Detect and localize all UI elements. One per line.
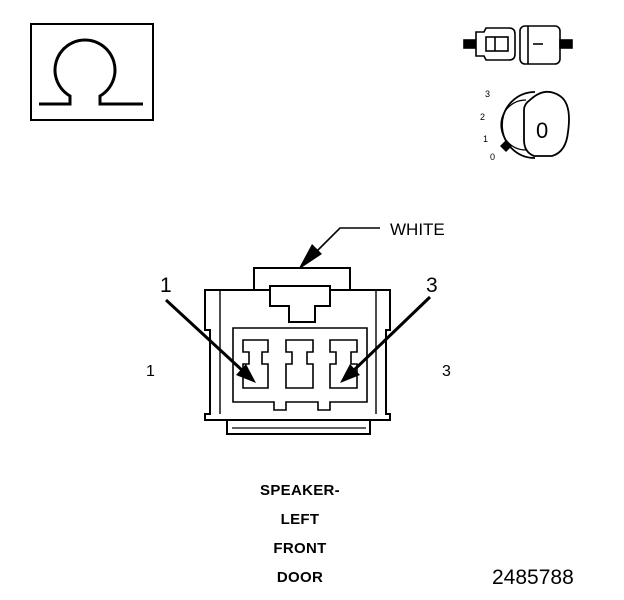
connector-title-line-1: SPEAKER- — [260, 482, 340, 499]
document-number: 2485788 — [492, 566, 574, 589]
ohm-symbol-icon — [30, 23, 154, 121]
connector-title-line-4: DOOR — [276, 569, 324, 586]
side-label-3: 3 — [442, 363, 451, 380]
connector-title-line-2: LEFT — [280, 511, 320, 528]
key-position-1: 1 — [483, 134, 488, 144]
terminal-cavity-1 — [242, 339, 269, 389]
arrow-label-3: 3 — [426, 274, 438, 297]
key-position-3: 3 — [485, 89, 490, 99]
side-label-1: 1 — [146, 363, 155, 380]
arrow-label-1: 1 — [160, 274, 172, 297]
connector-title-line-3: FRONT — [273, 540, 327, 557]
ignition-key-icon — [500, 90, 570, 159]
key-glyph: 0 — [536, 118, 548, 143]
key-position-0: 0 — [490, 152, 495, 162]
callout-leader — [298, 227, 380, 270]
connector-plug-icon — [463, 25, 573, 65]
arrow-pin-3 — [340, 295, 432, 383]
callout-label: WHITE — [390, 220, 445, 239]
terminal-cavity-2 — [285, 339, 314, 389]
arrow-pin-1 — [164, 298, 256, 383]
key-position-2: 2 — [480, 112, 485, 122]
